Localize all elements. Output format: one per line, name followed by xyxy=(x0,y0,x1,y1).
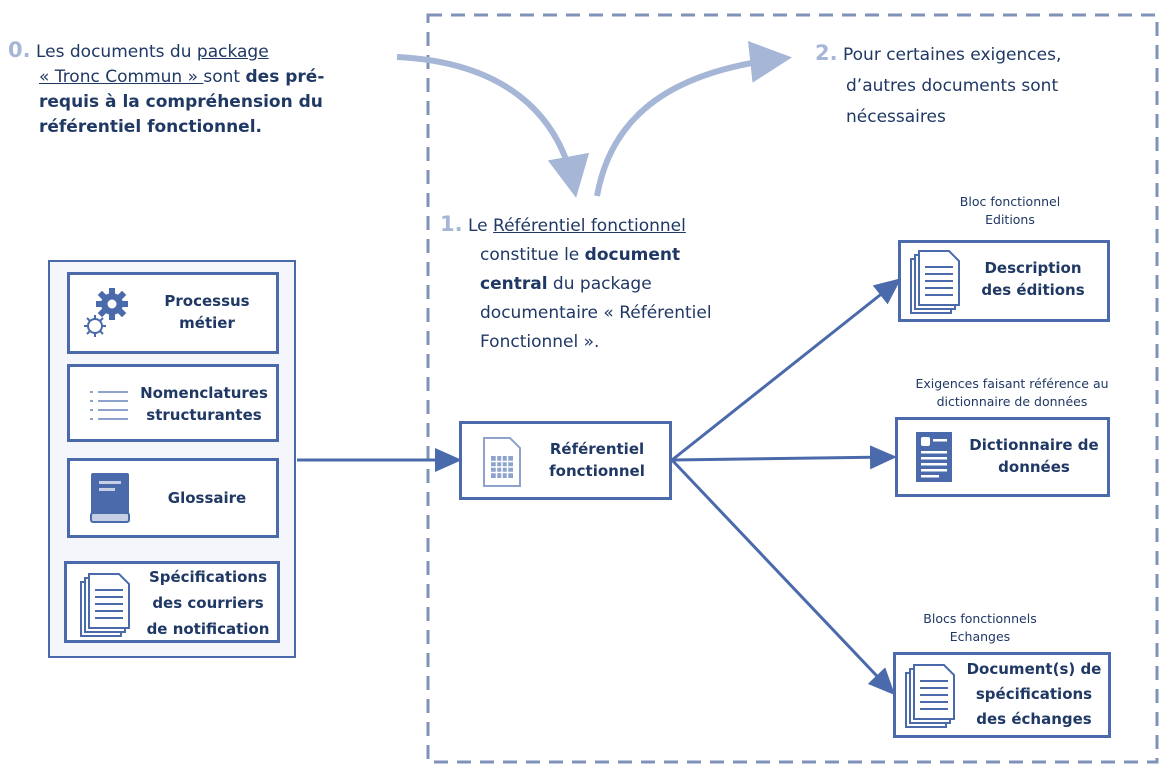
specifications-courriers-box[interactable]: Spécifications des courriers de notifica… xyxy=(64,561,280,643)
specifications-echanges-box[interactable]: Document(s) de spécifications des échang… xyxy=(893,652,1111,738)
list-icon xyxy=(90,391,128,420)
arrow-to-editions xyxy=(671,278,902,462)
editions-caption: Bloc fonctionnel Editions xyxy=(959,194,1061,227)
nomenclatures-box[interactable]: Nomenclatures structurantes xyxy=(67,364,279,442)
tronc-commun-link[interactable]: « Tronc Commun » xyxy=(39,67,204,87)
documents-icon xyxy=(910,250,960,314)
dictionnaire-donnees-label: Dictionnaire de données xyxy=(969,436,1099,476)
processus-metier-label: Processus métier xyxy=(164,292,250,332)
step0-text: 0. Les documents du package « Tronc Comm… xyxy=(8,38,325,137)
documents-icon xyxy=(905,664,955,728)
book-icon xyxy=(90,473,130,523)
documents-icon xyxy=(80,573,130,637)
description-editions-box[interactable]: Description des éditions xyxy=(898,240,1110,322)
referentiel-fonctionnel-label: Référentiel fonctionnel xyxy=(549,440,645,480)
step1-number: 1. xyxy=(440,212,463,236)
description-editions-label: Description des éditions xyxy=(981,259,1085,299)
nomenclatures-label: Nomenclatures structurantes xyxy=(140,384,268,424)
arrow-to-echanges xyxy=(670,458,896,696)
package-link[interactable]: package xyxy=(196,42,269,62)
step1-text: 1. Le Référentiel fonctionnel constitue … xyxy=(440,212,712,352)
spreadsheet-document-icon xyxy=(483,437,521,487)
step0-number: 0. xyxy=(8,38,31,62)
processus-metier-box[interactable]: Processus métier xyxy=(67,272,279,354)
tronc-commun-group: Processus métier Nomenclatures structura… xyxy=(48,260,296,658)
glossaire-label: Glossaire xyxy=(167,489,247,507)
specifications-courriers-label: Spécifications des courriers de notifica… xyxy=(146,568,270,638)
referentiel-fonctionnel-box[interactable]: Référentiel fonctionnel xyxy=(459,421,672,500)
arrow-to-dictionnaire xyxy=(671,445,897,470)
data-sheet-icon xyxy=(916,432,952,482)
referentiel-link[interactable]: Référentiel fonctionnel xyxy=(493,216,686,236)
dictionnaire-donnees-box[interactable]: Dictionnaire de données xyxy=(895,417,1110,497)
glossaire-box[interactable]: Glossaire xyxy=(67,458,279,538)
curved-arrow-step0-to-step1 xyxy=(396,54,590,198)
step2-number: 2. xyxy=(815,41,838,65)
dashed-frame xyxy=(426,13,1159,764)
echanges-caption: Blocs fonctionnels Echanges xyxy=(923,611,1037,644)
dictionnaire-caption: Exigences faisant référence au dictionna… xyxy=(915,376,1109,409)
curved-arrow-step1-to-step2 xyxy=(594,41,792,197)
gears-icon xyxy=(84,288,128,337)
step2-text: 2. Pour certaines exigences, d’autres do… xyxy=(815,41,1062,127)
specifications-echanges-label: Document(s) de spécifications des échang… xyxy=(966,660,1102,728)
